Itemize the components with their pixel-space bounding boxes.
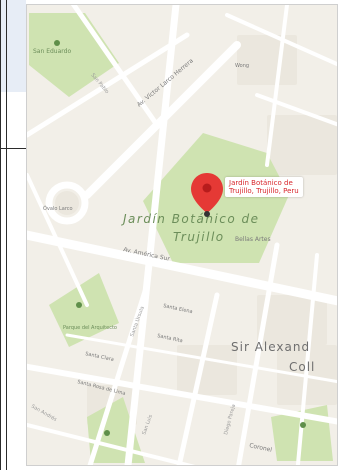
marker-label[interactable]: Jardín Botánico de Trujillo, Trujillo, P… (225, 177, 303, 197)
tree-marker-icon (300, 422, 306, 428)
roundabout-center (55, 191, 79, 215)
road-network (27, 5, 337, 465)
tree-marker-icon (104, 430, 110, 436)
map-view[interactable]: San Eduardo Av. Víctor Larco Herrera San… (26, 4, 338, 466)
label-santa-clara: Santa Clara (85, 351, 115, 363)
left-panel-strip (0, 0, 26, 470)
park-arquitecto (49, 273, 119, 347)
marker-label-line2: Trujillo, Trujillo, Peru (229, 187, 299, 195)
label-park-name-line2: Trujillo (173, 230, 225, 244)
label-bellas-artes: Bellas Artes (235, 236, 271, 243)
label-park-name-line1: Jardín Botánico de (121, 212, 260, 226)
label-santa-rita: Santa Rita (157, 333, 184, 344)
label-san-eduardo: San Eduardo (33, 48, 71, 55)
marker-label-line1: Jardín Botánico de (229, 179, 293, 187)
label-coronel: Coronel (249, 442, 273, 454)
left-panel-border (0, 0, 1, 470)
label-parque-arquitecto: Parque del Arquitecto (63, 325, 117, 331)
label-school-line2: Coll (289, 360, 315, 374)
tree-marker-icon (54, 40, 60, 46)
label-school-line1: Sir Alexand (231, 340, 310, 354)
roundabout-ovalo-larco (45, 181, 89, 225)
left-panel-header-tint (0, 0, 26, 92)
tree-marker-icon (76, 302, 82, 308)
left-panel-border-inner (6, 0, 7, 470)
left-panel-divider (0, 148, 26, 149)
label-ovalo-larco: Óvalo Larco (43, 205, 73, 212)
location-pin-icon[interactable] (191, 173, 223, 217)
map-canvas[interactable]: San Eduardo Av. Víctor Larco Herrera San… (27, 5, 338, 466)
label-wong: Wong (235, 63, 249, 69)
